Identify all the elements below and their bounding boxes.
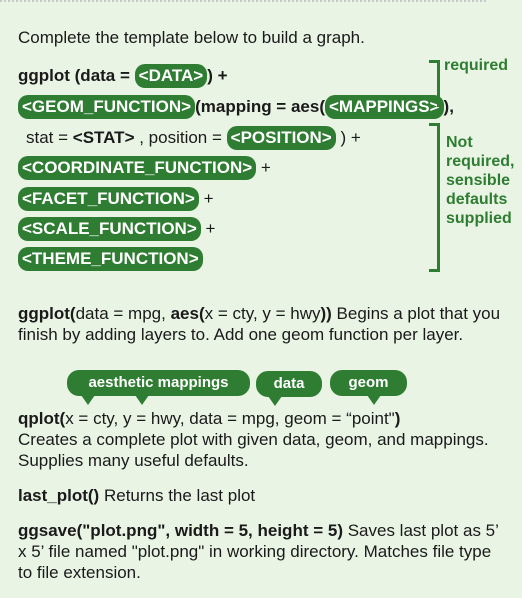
code-text: last_plot() — [18, 486, 100, 505]
required-label: required — [444, 57, 509, 74]
bubble-tail — [81, 395, 95, 405]
aesthetic-mappings-bubble: aesthetic mappings — [67, 370, 250, 396]
code-text: ) — [394, 409, 401, 428]
template-line-3: stat = <STAT> , position = <POSITION> ) … — [26, 126, 361, 150]
label-line: required, — [446, 153, 515, 170]
intro-text: Complete the template below to build a g… — [18, 28, 365, 47]
qplot-code: qplot(x = cty, y = hwy, data = mpg, geom… — [18, 408, 508, 429]
template-line-1: ggplot (data = <DATA>) + — [18, 64, 228, 88]
label-line: supplied — [446, 210, 512, 227]
code-text: data = mpg, — [75, 304, 171, 323]
code-text: (mapping = aes( — [195, 97, 325, 116]
code-text: ggplot (data = — [18, 66, 135, 85]
code-text: + — [256, 158, 271, 177]
code-text: stat = — [26, 128, 73, 147]
code-text: ggplot( — [18, 304, 76, 323]
coordinate-function-pill: <COORDINATE_FUNCTION> — [18, 156, 257, 180]
not-required-label: Not required, sensible defaults supplied — [446, 133, 514, 228]
code-text: x = cty, y = hwy, data = mpg, geom = “po… — [65, 409, 395, 428]
code-text: x = cty, y = hwy — [204, 304, 321, 323]
description-text: Begins a plot that you finish by adding … — [18, 304, 501, 344]
ggsave-description: ggsave("plot.png", width = 5, height = 5… — [18, 520, 508, 583]
qplot-description: qplot(x = cty, y = hwy, data = mpg, geom… — [18, 408, 508, 471]
data-bubble: data — [256, 371, 322, 397]
scale-function-pill: <SCALE_FUNCTION> — [18, 217, 201, 241]
code-text: , position = — [134, 128, 227, 147]
template-line-6: <SCALE_FUNCTION> + — [18, 217, 215, 241]
label-line: sensible — [446, 172, 511, 189]
description-text: Saves last plot as 5’ x 5’ file named "p… — [18, 521, 499, 582]
description-text: Returns the last plot — [99, 486, 256, 505]
code-text: ) + — [207, 66, 228, 85]
stat-placeholder: <STAT> — [72, 128, 135, 147]
code-text: )) — [320, 304, 332, 323]
template-line-5: <FACET_FUNCTION> + — [18, 187, 214, 211]
code-text: + — [198, 189, 214, 208]
theme-function-pill: <THEME_FUNCTION> — [18, 247, 203, 271]
not-required-bracket — [429, 123, 440, 272]
code-text: qplot( — [18, 409, 66, 428]
template-line-2: <GEOM_FUNCTION>(mapping = aes(<MAPPINGS>… — [18, 95, 454, 119]
geom-function-pill: <GEOM_FUNCTION> — [18, 95, 196, 119]
last-plot-description: last_plot() Returns the last plot — [18, 485, 508, 506]
template-line-7: <THEME_FUNCTION> — [18, 247, 203, 271]
data-placeholder-pill: <DATA> — [134, 64, 208, 88]
facet-function-pill: <FACET_FUNCTION> — [18, 187, 199, 211]
bubble-tail — [135, 395, 149, 405]
dotted-divider — [0, 0, 486, 2]
code-text: aes( — [170, 304, 205, 323]
code-text: ggsave("plot.png", width = 5, height = 5… — [18, 521, 343, 540]
bubble-tail — [268, 396, 282, 406]
required-bracket — [429, 60, 440, 107]
code-text: ), — [443, 97, 454, 116]
ggplot-description: ggplot(data = mpg, aes(x = cty, y = hwy)… — [18, 303, 508, 345]
label-line: Not — [446, 134, 473, 151]
description-text: Creates a complete plot with given data,… — [18, 430, 489, 470]
position-pill: <POSITION> — [226, 126, 336, 150]
label-line: defaults — [446, 191, 508, 208]
geom-bubble: geom — [330, 370, 407, 396]
code-text: + — [200, 219, 216, 238]
code-text: ) + — [335, 128, 361, 147]
bubble-tail — [367, 395, 381, 405]
mappings-pill: <MAPPINGS> — [324, 95, 444, 119]
template-line-4: <COORDINATE_FUNCTION> + — [18, 156, 271, 180]
